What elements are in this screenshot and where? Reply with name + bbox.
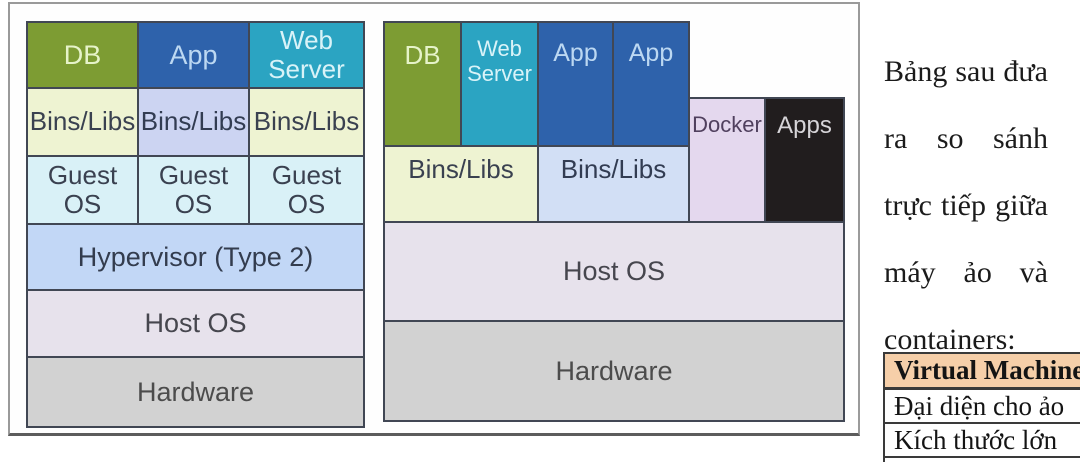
vm-db-block: DB <box>26 21 139 89</box>
container-app-label-1: App <box>553 39 598 67</box>
comparison-table-row-2: Kích thước lớn <box>885 422 1080 456</box>
vm-bins-libs-block-3: Bins/Libs <box>248 87 365 157</box>
paragraph-line-2: ra so sánh <box>884 122 1048 155</box>
container-bins-libs-block-2: Bins/Libs <box>537 145 690 223</box>
container-bins-libs-label-2: Bins/Libs <box>560 154 667 184</box>
comparison-table: Virtual Machine Đại diện cho ảo Kích thư… <box>883 352 1080 462</box>
container-app-block-1: App <box>537 21 614 147</box>
container-db-block: DB <box>383 21 462 147</box>
vm-host-os-block: Host OS <box>26 289 365 358</box>
vm-bins-libs-label-1: Bins/Libs <box>29 106 136 137</box>
vm-db-label: DB <box>63 39 102 70</box>
container-web-server-label: Web Server <box>467 36 532 86</box>
vm-web-server-block: Web Server <box>248 21 365 89</box>
vm-bins-libs-label-2: Bins/Libs <box>140 106 247 137</box>
container-host-os-label: Host OS <box>562 256 666 287</box>
vm-guest-os-block-2: Guest OS <box>137 155 250 225</box>
container-app-label-2: App <box>628 39 674 67</box>
container-app-block-2: App <box>612 21 690 147</box>
vm-app-block: App <box>137 21 250 89</box>
docker-block: Docker <box>688 97 766 223</box>
vm-guest-os-label-2: Guest OS <box>158 159 229 219</box>
vm-host-os-label: Host OS <box>144 308 247 339</box>
vm-bins-libs-label-3: Bins/Libs <box>253 106 360 137</box>
apps-label: Apps <box>777 112 832 139</box>
apps-block: Apps <box>764 97 845 223</box>
vm-hardware-label: Hardware <box>136 376 255 407</box>
comparison-table-row-1: Đại diện cho ảo <box>894 391 1065 421</box>
comparison-table-row-3 <box>885 456 1080 462</box>
container-bins-libs-block-1: Bins/Libs <box>383 145 539 223</box>
vm-guest-os-label-3: Guest OS <box>271 159 342 219</box>
vm-hardware-block: Hardware <box>26 356 365 428</box>
vm-guest-os-block-3: Guest OS <box>248 155 365 225</box>
body-paragraph: Bảng sau đưa ra so sánh trực tiếp giữa m… <box>884 38 1048 373</box>
container-hardware-label: Hardware <box>555 355 673 386</box>
vm-guest-os-label-1: Guest OS <box>47 159 118 219</box>
vm-hypervisor-label: Hypervisor (Type 2) <box>77 241 314 272</box>
vm-bins-libs-block-2: Bins/Libs <box>137 87 250 157</box>
vm-guest-os-block-1: Guest OS <box>26 155 139 225</box>
container-hardware-block: Hardware <box>383 320 845 422</box>
vm-bins-libs-block-1: Bins/Libs <box>26 87 139 157</box>
vm-web-server-label: Web Server <box>268 24 345 84</box>
paragraph-line-5: containers: <box>884 323 1016 356</box>
vm-app-label: App <box>169 39 218 70</box>
container-bins-libs-label-1: Bins/Libs <box>408 154 514 184</box>
paragraph-line-4: máy ảo và <box>884 256 1048 289</box>
docker-label: Docker <box>692 112 762 137</box>
paragraph-line-1: Bảng sau đưa <box>884 55 1048 88</box>
container-web-server-block: Web Server <box>460 21 539 147</box>
paragraph-line-3: trực tiếp giữa <box>884 189 1048 222</box>
comparison-table-header: Virtual Machine <box>885 354 1080 390</box>
container-host-os-block: Host OS <box>383 221 845 322</box>
vm-hypervisor-block: Hypervisor (Type 2) <box>26 223 365 291</box>
container-db-label: DB <box>404 40 441 70</box>
